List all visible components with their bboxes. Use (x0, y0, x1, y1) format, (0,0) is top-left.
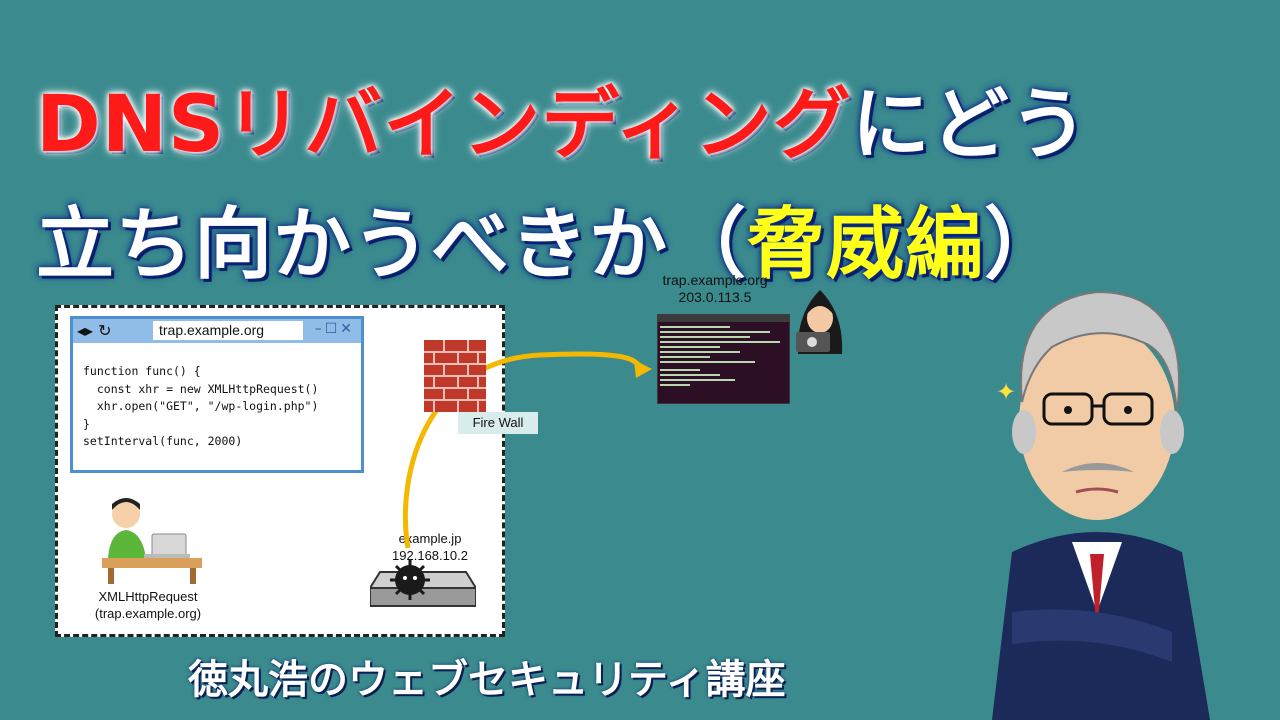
title-highlight-yellow: 脅威編 (747, 200, 985, 290)
title-text: 立ち向かうべきか（ (36, 200, 748, 290)
hacker-icon (796, 290, 843, 354)
firewall-label: Fire Wall (458, 412, 538, 434)
title-text: ） (984, 200, 1064, 290)
victim-label: XMLHttpRequest (trap.example.org) (83, 588, 213, 622)
firewall-icon (424, 340, 486, 412)
attacker-ip: 203.0.113.5 (678, 289, 752, 305)
title-highlight-red: DNSリバインディング (36, 80, 852, 170)
window-controls-icon: –☐✕ (314, 321, 355, 337)
browser-toolbar: ◂▸ ↻ trap.example.org –☐✕ (73, 319, 361, 343)
sparkle-icon: ✦ (996, 378, 1017, 406)
internal-server-host: example.jp (398, 531, 462, 546)
browser-nav-icon: ◂▸ ↻ (77, 321, 112, 340)
presenter-illustration (992, 290, 1210, 720)
script-code: function func() { const xhr = new XMLHtt… (83, 364, 319, 448)
attack-diagram: ◂▸ ↻ trap.example.org –☐✕ function func(… (55, 305, 505, 637)
browser-window: ◂▸ ↻ trap.example.org –☐✕ function func(… (70, 316, 364, 473)
victim-label-line1: XMLHttpRequest (98, 589, 198, 604)
internal-server-icon (370, 560, 476, 607)
attacker-terminal-icon (657, 314, 790, 404)
address-bar: trap.example.org (153, 321, 303, 340)
title-line-2: 立ち向かうべきか（脅威編） (36, 182, 1063, 294)
attacker-host: trap.example.org (662, 272, 768, 288)
victim-label-line2: (trap.example.org) (94, 606, 202, 621)
series-footer: 徳丸浩のウェブセキュリティ講座 (188, 657, 786, 703)
internal-server-label: example.jp 192.168.10.2 (370, 530, 490, 564)
title-text: にどう (851, 80, 1089, 170)
victim-user-icon (102, 498, 202, 584)
attacker-label: trap.example.org 203.0.113.5 (655, 272, 775, 306)
title-line-1: DNSリバインディングにどう (36, 62, 1089, 174)
internal-server-ip: 192.168.10.2 (392, 548, 468, 563)
